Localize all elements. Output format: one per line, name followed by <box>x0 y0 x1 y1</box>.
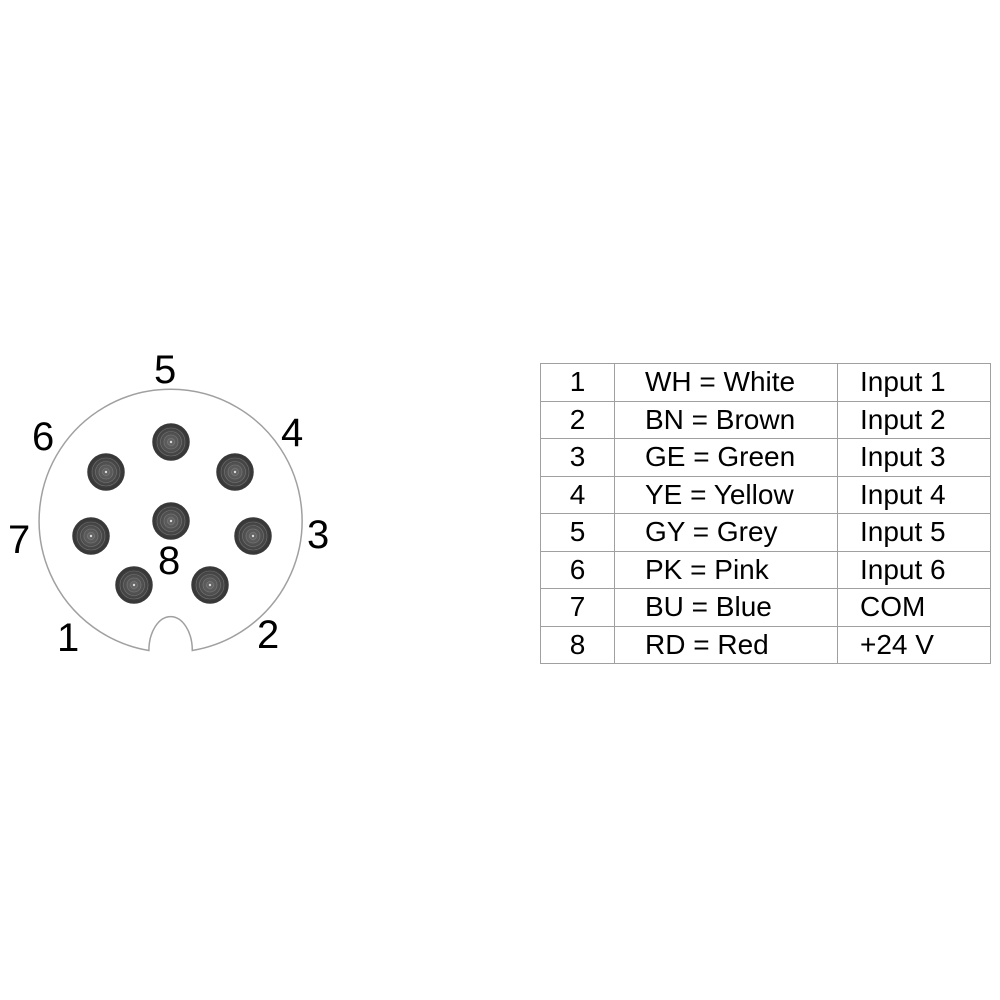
pin-contact-5 <box>152 423 190 461</box>
wire-color-cell: PK = Pink <box>614 550 838 589</box>
pin-number-cell: 5 <box>540 513 615 552</box>
pin-function-cell: Input 5 <box>837 513 991 552</box>
pin-label-6: 6 <box>32 415 54 459</box>
pin-function-cell: Input 2 <box>837 400 991 439</box>
pin-label-1: 1 <box>57 616 79 660</box>
pin-label-8: 8 <box>158 539 180 583</box>
pin-number-cell: 3 <box>540 438 615 477</box>
pin-label-4: 4 <box>281 411 303 455</box>
pin-label-2: 2 <box>257 613 279 657</box>
wire-color-cell: WH = White <box>614 363 838 402</box>
pin-number-cell: 8 <box>540 625 615 664</box>
pin-contact-6 <box>87 453 125 491</box>
wire-color-cell: RD = Red <box>614 625 838 664</box>
pin-function-cell: Input 6 <box>837 550 991 589</box>
pin-function-cell: +24 V <box>837 625 991 664</box>
pin-number-cell: 2 <box>540 400 615 439</box>
pin-contacts <box>72 423 272 604</box>
wire-color-cell: GE = Green <box>614 438 838 477</box>
pin-contact-1 <box>115 566 153 604</box>
pin-function-cell: Input 1 <box>837 363 991 402</box>
wire-color-cell: YE = Yellow <box>614 475 838 514</box>
wire-color-cell: BU = Blue <box>614 588 838 627</box>
connector-face-diagram: 1 2 3 4 5 6 7 8 <box>8 348 329 660</box>
pin-number-cell: 6 <box>540 550 615 589</box>
pin-number-cell: 1 <box>540 363 615 402</box>
wire-color-cell: BN = Brown <box>614 400 838 439</box>
pin-number-cell: 7 <box>540 588 615 627</box>
pin-label-5: 5 <box>154 348 176 392</box>
pin-function-cell: Input 4 <box>837 475 991 514</box>
pin-function-cell: COM <box>837 588 991 627</box>
pin-contact-8 <box>152 502 190 540</box>
connector-housing-outline <box>38 388 303 652</box>
pin-number-cell: 4 <box>540 475 615 514</box>
wire-color-cell: GY = Grey <box>614 513 838 552</box>
pin-contact-7 <box>72 517 110 555</box>
pin-label-7: 7 <box>8 518 30 562</box>
pin-contact-3 <box>234 517 272 555</box>
pin-contact-2 <box>191 566 229 604</box>
pin-contact-4 <box>216 453 254 491</box>
pin-function-cell: Input 3 <box>837 438 991 477</box>
pin-label-3: 3 <box>307 513 329 557</box>
